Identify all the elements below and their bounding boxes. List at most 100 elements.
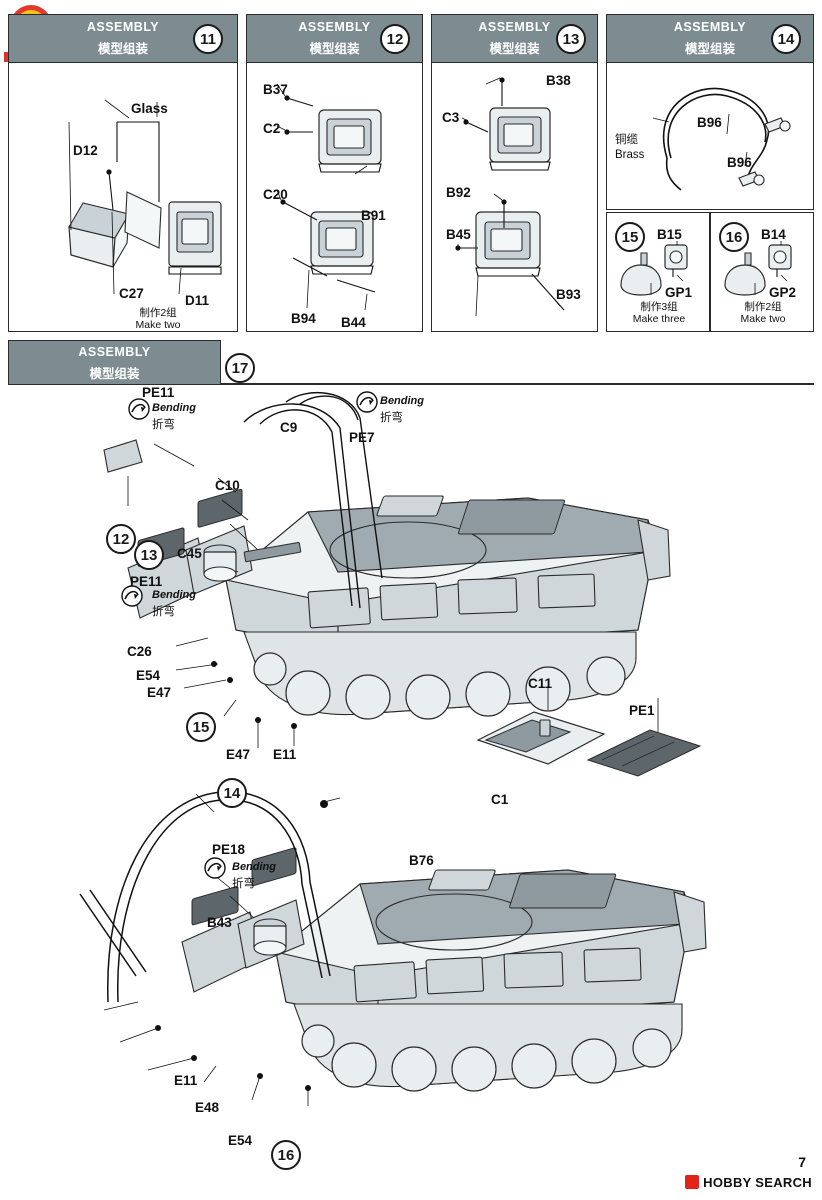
- panel-16-make-note-cn: 制作2组: [744, 301, 782, 313]
- vehicle-lower-diagram: [79, 791, 707, 1106]
- step-badge-11: 11: [193, 24, 223, 54]
- panel-16-make-note: 制作2组 Make two: [721, 301, 805, 325]
- panel-16-make-note-en: Make two: [740, 313, 786, 325]
- label-e54-a: E54: [136, 668, 161, 683]
- panel-17-header: ASSEMBLY 模型组装: [8, 340, 221, 385]
- label-b37: B37: [263, 82, 288, 97]
- panel-step-17: ASSEMBLY 模型组装 17: [8, 340, 814, 1188]
- label-c1: C1: [491, 792, 509, 807]
- label-d12: D12: [73, 143, 98, 158]
- label-c26: C26: [127, 644, 152, 659]
- panel-15-diagram: [620, 241, 688, 296]
- label-pe11-b: PE11: [130, 574, 163, 589]
- panel-11-diagram: [68, 99, 222, 295]
- step-marker-12: 12: [106, 524, 136, 554]
- label-pe18: PE18: [212, 842, 246, 857]
- label-bending-d-cn: 折弯: [232, 878, 255, 890]
- label-e48: E48: [195, 1100, 220, 1115]
- panel-13-title-en: ASSEMBLY: [478, 20, 551, 34]
- panel-step-14: ASSEMBLY 模型组装 14 铜缆 Brass B96 B96: [606, 14, 814, 210]
- label-brass-cn: 铜缆: [615, 134, 638, 146]
- panel-step-12: ASSEMBLY 模型组装 12: [246, 14, 423, 332]
- label-bending-c-en: Bending: [152, 589, 196, 601]
- label-bending-a-en: Bending: [152, 402, 196, 414]
- label-c45: C45: [177, 546, 202, 561]
- panel-13-title-cn: 模型组装: [489, 42, 540, 56]
- vehicle-upper-diagram: [103, 391, 702, 777]
- label-b43: B43: [207, 915, 232, 930]
- label-c2: C2: [263, 121, 281, 136]
- step-marker-15: 15: [186, 712, 216, 742]
- label-c27: C27: [119, 286, 144, 301]
- label-d11: D11: [185, 293, 210, 308]
- panel-11-make-note: 制作2组 Make two: [113, 307, 203, 331]
- step-badge-15: 15: [615, 222, 645, 252]
- panel-11-title-en: ASSEMBLY: [86, 20, 160, 34]
- panel-step-11: ASSEMBLY 模型组装 11: [8, 14, 238, 332]
- label-bending-a-cn: 折弯: [152, 419, 175, 431]
- label-c3: C3: [442, 110, 460, 125]
- hobby-search-text: HOBBY SEARCH: [703, 1175, 812, 1190]
- label-b38: B38: [546, 73, 571, 88]
- panel-17-rule: [221, 383, 814, 385]
- hobby-search-logo: HOBBY SEARCH: [685, 1175, 812, 1190]
- label-bending-b-en: Bending: [380, 395, 424, 407]
- panel-14-title-cn: 模型组装: [684, 42, 735, 56]
- label-c10: C10: [215, 478, 240, 493]
- label-e11-a: E11: [273, 747, 297, 762]
- label-brass-en: Brass: [615, 149, 645, 161]
- label-b94: B94: [291, 311, 316, 326]
- panel-step-13: ASSEMBLY 模型组装 13: [431, 14, 598, 332]
- panel-17-title-cn: 模型组装: [89, 367, 140, 381]
- panel-step-15: 15 B15 GP1 制作3组 Make three: [606, 212, 710, 332]
- label-bending-d-en: Bending: [232, 861, 276, 873]
- label-e47-a: E47: [147, 685, 172, 700]
- label-c11: C11: [528, 676, 553, 691]
- label-b76: B76: [409, 853, 434, 868]
- label-c9: C9: [280, 420, 298, 435]
- bending-icon: [356, 391, 378, 413]
- panel-11-make-note-en: Make two: [135, 319, 181, 331]
- step-marker-16: 16: [271, 1140, 301, 1170]
- label-pe1: PE1: [629, 703, 655, 718]
- label-b96-a: B96: [697, 115, 722, 130]
- panel-12-title-en: ASSEMBLY: [298, 20, 371, 34]
- label-b15: B15: [657, 227, 682, 242]
- step-badge-16: 16: [719, 222, 749, 252]
- label-glass: Glass: [131, 101, 168, 116]
- panel-step-16: 16 B14 GP2 制作2组 Make two: [710, 212, 814, 332]
- label-e47-b: E47: [226, 747, 251, 762]
- label-gp1: GP1: [665, 285, 693, 300]
- step-badge-17: 17: [225, 353, 255, 383]
- step-marker-14: 14: [217, 778, 247, 808]
- panel-12-diagram: [276, 83, 382, 311]
- panel-15-make-note-en: Make three: [632, 313, 686, 325]
- label-b14: B14: [761, 227, 786, 242]
- panel-14-title-en: ASSEMBLY: [673, 20, 747, 34]
- label-b92: B92: [446, 185, 471, 200]
- panel-12-title-cn: 模型组装: [309, 42, 360, 56]
- panel-16-diagram: [724, 241, 792, 296]
- label-b44: B44: [341, 315, 366, 330]
- step-badge-12: 12: [380, 24, 410, 54]
- panel-15-make-note-cn: 制作3组: [640, 301, 678, 313]
- label-b45: B45: [446, 227, 471, 242]
- step-badge-14: 14: [771, 24, 801, 54]
- panel-14-diagram: [652, 87, 791, 191]
- hobby-search-mark: [685, 1175, 700, 1189]
- panel-11-make-note-cn: 制作2组: [139, 307, 177, 319]
- panel-13-diagram: [455, 77, 565, 317]
- label-b96-b: B96: [727, 155, 752, 170]
- label-bending-b-cn: 折弯: [380, 412, 403, 424]
- step-badge-13: 13: [556, 24, 586, 54]
- label-e11-b: E11: [174, 1073, 198, 1088]
- label-c20: C20: [263, 187, 288, 202]
- label-bending-c-cn: 折弯: [152, 606, 175, 618]
- label-b91: B91: [361, 208, 386, 223]
- page-number: 7: [798, 1154, 806, 1170]
- bending-icon: [121, 585, 143, 607]
- label-pe11-a: PE11: [142, 385, 175, 400]
- label-pe7: PE7: [349, 430, 375, 445]
- label-gp2: GP2: [769, 285, 797, 300]
